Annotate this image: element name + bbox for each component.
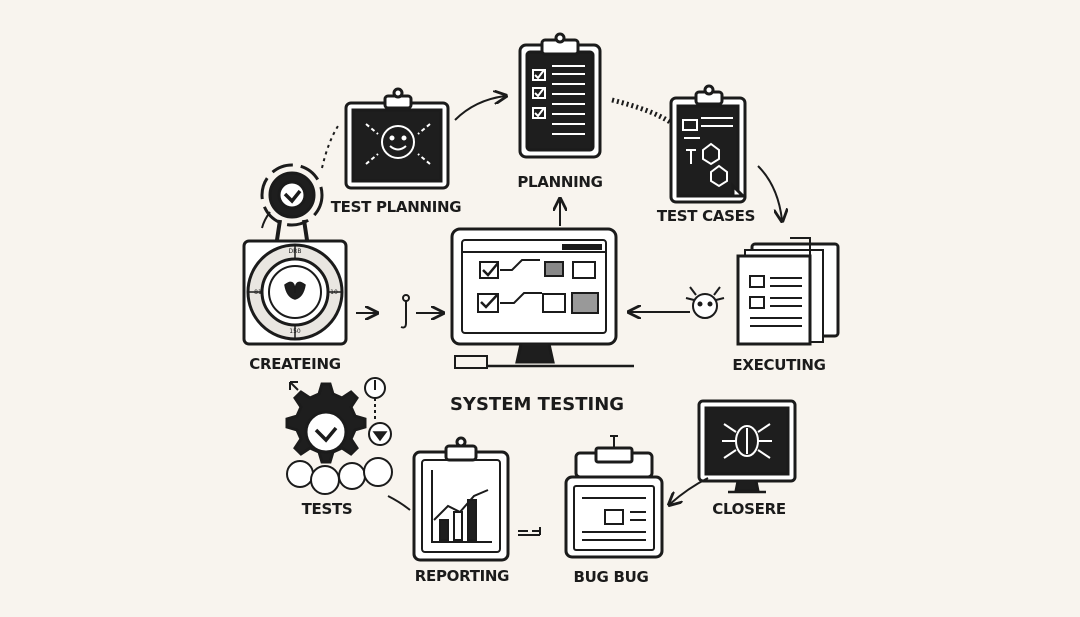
dial-label-bottom: 150 — [289, 328, 301, 335]
reporting-chart-board-icon — [412, 436, 510, 562]
test-cases-clipboard-icon — [669, 84, 747, 204]
bug-report-window-icon — [564, 435, 664, 559]
planning-clipboard-icon — [518, 32, 602, 159]
bug-face-icon — [685, 286, 725, 319]
center-title: SYSTEM TESTING — [449, 394, 625, 415]
dial-label-left: 81 — [254, 289, 262, 296]
label-closere: CLOSERE — [712, 500, 786, 518]
connector-reporting-to-tests — [387, 495, 411, 511]
connector-badge-left — [261, 211, 271, 229]
label-tests: TESTS — [301, 500, 353, 518]
connector-bug-bug-to-reporting — [518, 527, 541, 536]
arrow-test-cases-to-executing — [757, 165, 782, 220]
arrow-test-planning-to-planning — [454, 96, 505, 121]
label-planning: PLANNING — [517, 173, 603, 191]
label-reporting: REPORTING — [414, 567, 510, 585]
test-planning-board-icon — [344, 87, 450, 190]
dial-label-top: DRB — [289, 248, 302, 255]
executing-documents-icon — [736, 237, 840, 346]
dial-label-right: 10 — [330, 289, 338, 296]
closere-bug-monitor-icon — [697, 399, 797, 494]
label-bug-bug: BUG BUG — [573, 568, 649, 586]
check-badge-icon — [260, 163, 324, 241]
tests-gear-icon — [285, 377, 393, 495]
arrow-closere-to-bug-bug — [670, 477, 709, 504]
central-monitor-icon — [450, 227, 634, 369]
label-test-cases: TEST CASES — [656, 207, 756, 225]
connector-planning-to-test-cases — [611, 97, 672, 125]
creating-dial-icon — [242, 239, 348, 346]
arrow-creating-to-monitor — [356, 294, 442, 329]
label-creating: CREATEING — [249, 355, 341, 373]
label-test-planning: TEST PLANNING — [330, 198, 462, 216]
connector-badge-to-test-planning — [321, 125, 339, 169]
label-executing: EXECUTING — [732, 356, 826, 374]
